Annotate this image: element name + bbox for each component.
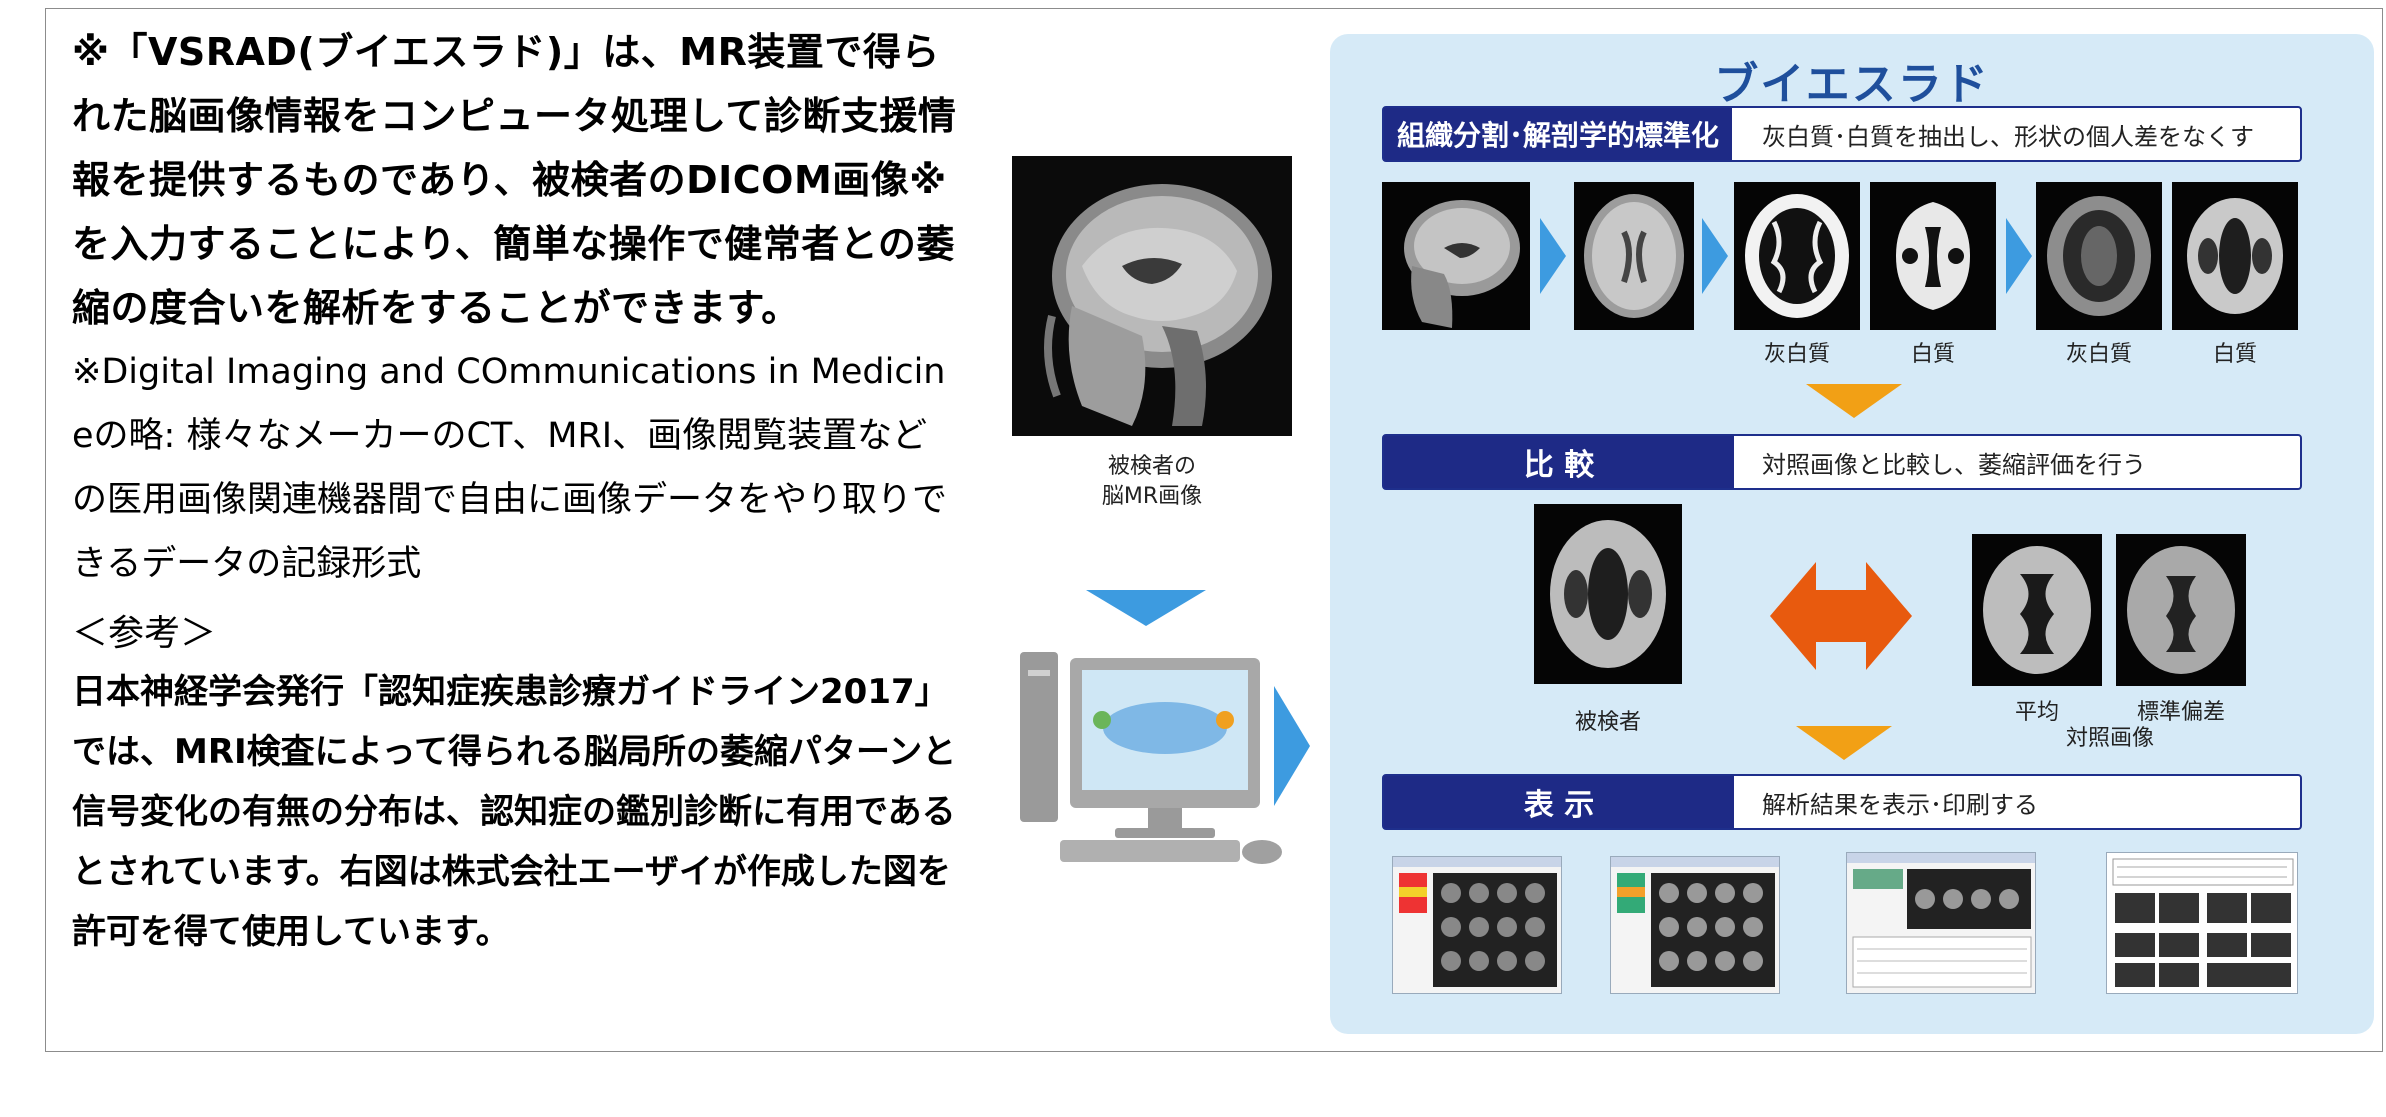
step-display-label: 表 示	[1384, 776, 1734, 828]
step-compare-bar: 比 較 対照画像と比較し、萎縮評価を行う	[1382, 434, 2302, 490]
step-compare-desc: 対照画像と比較し、萎縮評価を行う	[1762, 450, 2146, 479]
white-matter-label: 白質	[1910, 342, 1955, 367]
result-screenshot-2	[1610, 856, 1780, 994]
subject-mri-image	[1012, 156, 1292, 436]
smoothed-gray-matter-label: 灰白質	[2065, 342, 2132, 367]
compare-double-arrow-icon	[1770, 562, 1912, 670]
step-segmentation-label: 組織分割･解剖学的標準化	[1384, 108, 1732, 160]
white-matter-tile	[1870, 182, 1996, 330]
arrow-down-icon	[1796, 726, 1892, 760]
step-segmentation-bar: 組織分割･解剖学的標準化 灰白質･白質を抽出し、形状の個人差をなくす	[1382, 106, 2302, 162]
brain-sagittal-tile	[1382, 182, 1530, 330]
result-screenshot-3	[1846, 852, 2036, 994]
vsrad-diagram-panel: ブイエスラド 組織分割･解剖学的標準化 灰白質･白質を抽出し、形状の個人差をなく…	[1330, 34, 2374, 1034]
gray-matter-label: 灰白質	[1763, 342, 1830, 367]
arrow-right-icon	[1274, 686, 1310, 806]
brain-axial-tile	[1574, 182, 1694, 330]
smoothed-white-matter-label: 白質	[2212, 342, 2257, 367]
subject-label: 被検者	[1574, 710, 1641, 735]
mean-brain-tile	[1972, 534, 2102, 686]
step-display-desc: 解析結果を表示･印刷する	[1762, 790, 2038, 819]
dicom-footnote: ※Digital Imaging and COmmunications in M…	[72, 352, 948, 584]
sd-label: 標準偏差	[2136, 700, 2225, 725]
mean-label: 平均	[2014, 700, 2059, 725]
gray-matter-tile	[1734, 182, 1860, 330]
vsrad-description: ※「VSRAD(ブイエスラド)」は、MR装置で得られた脳画像情報をコンピュータ処…	[72, 30, 957, 330]
sd-brain-tile	[2116, 534, 2246, 686]
diagram-title: ブイエスラド	[1714, 59, 1990, 110]
arrow-down-icon	[1806, 384, 1902, 418]
reference-body: 日本神経学会発行「認知症疾患診療ガイドライン2017」では、MRI検査によって得…	[72, 672, 957, 952]
result-screenshot-1	[1392, 856, 1562, 994]
description-text-column: ※「VSRAD(ブイエスラド)」は、MR装置で得られた脳画像情報をコンピュータ処…	[72, 20, 962, 962]
step-compare-label: 比 較	[1384, 436, 1734, 488]
step-segmentation-desc: 灰白質･白質を抽出し、形状の個人差をなくす	[1762, 122, 2254, 151]
control-image-label: 対照画像	[2065, 726, 2154, 751]
arrow-down-icon	[1086, 590, 1206, 626]
subject-brain-tile	[1534, 504, 1682, 684]
content-frame	[45, 8, 2383, 1052]
arrow-right-icon	[1540, 218, 1566, 294]
arrow-right-icon	[1702, 218, 1728, 294]
subject-mri-caption: 被検者の 脳MR画像	[1101, 454, 1203, 509]
smoothed-white-matter-tile	[2172, 182, 2298, 330]
reference-heading: ＜参考＞	[72, 613, 217, 654]
step-display-bar: 表 示 解析結果を表示･印刷する	[1382, 774, 2302, 830]
smoothed-gray-matter-tile	[2036, 182, 2162, 330]
result-printout	[2106, 852, 2298, 994]
computer-icon	[1020, 650, 1300, 870]
arrow-right-icon	[2006, 218, 2032, 294]
